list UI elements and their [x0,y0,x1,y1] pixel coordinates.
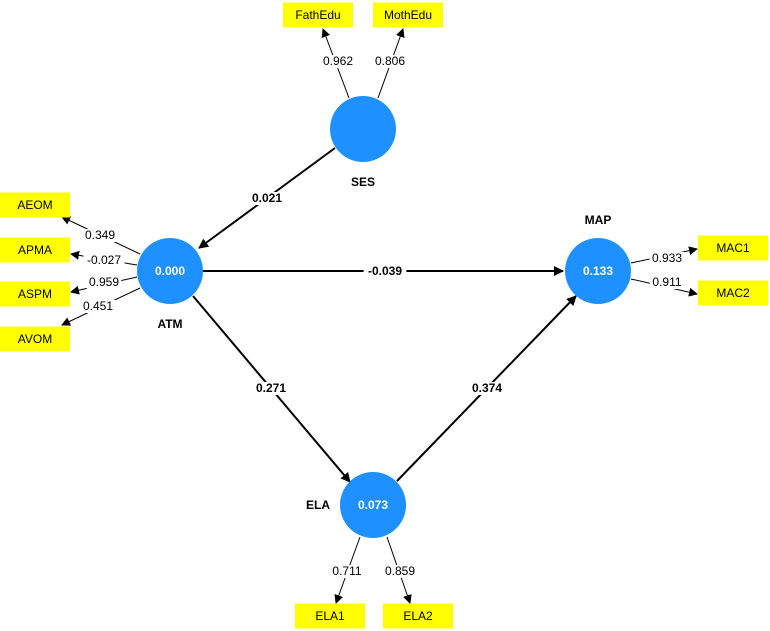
loading-value-fathedu-group: 0.962 [320,54,356,68]
loading-value-mac2-bg [649,276,685,289]
loading-value-aeom-bg [82,229,118,242]
loading-value-ela2-group: 0.859 [382,564,418,578]
loading-value-aspm-bg [86,276,122,289]
indicator-box[interactable] [0,326,70,352]
path-coefficient-atm-ela-group: 0.271 [253,381,289,395]
indicator-box[interactable] [0,192,70,218]
path-coefficient-atm-ela: 0.271 [256,381,286,395]
r-squared-value: 0.133 [583,264,613,278]
indicator-label: ELA1 [315,609,345,623]
loading-value-ela1: 0.711 [332,564,361,578]
indicator-mothedu[interactable]: MothEdu [373,2,443,28]
loading-value-aeom: 0.349 [85,228,115,242]
latent-name: SES [351,175,375,189]
loading-value-aspm-group: 0.959 [86,275,122,289]
loading-value-ela2: 0.859 [385,564,415,578]
loading-value-apma-group: -0.027 [83,253,125,267]
indicator-avom[interactable]: AVOM [0,326,70,352]
loading-value-mac1-group: 0.933 [649,251,685,265]
loading-value-avom-bg [80,300,116,313]
latent-name: ELA [306,498,330,512]
indicator-mac1[interactable]: MAC1 [698,235,768,261]
indicator-box[interactable] [373,2,443,28]
indicator-label: AEOM [17,198,52,212]
latent-name: MAP [585,213,612,227]
indicator-box[interactable] [383,603,453,629]
indicator-box[interactable] [698,280,768,306]
path-coefficient-ela-map: 0.374 [472,381,502,395]
path-coefficient-ela-map-group: 0.374 [469,381,505,395]
indicator-label: MothEdu [384,8,432,22]
indicator-ela2[interactable]: ELA2 [383,603,453,629]
indicator-label: APMA [18,243,52,257]
path-coefficient-ses-atm: 0.021 [252,191,282,205]
latent-circle[interactable] [340,472,406,538]
loading-value-fathedu: 0.962 [323,54,353,68]
loading-value-fathedu-bg [320,55,356,68]
path-coefficient-ses-atm-group: 0.021 [249,191,285,205]
indicator-label: MAC2 [716,286,750,300]
indicator-aeom[interactable]: AEOM [0,192,70,218]
loading-value-aeom-group: 0.349 [82,228,118,242]
path-coefficient-atm-map-bg [363,265,407,278]
loading-value-mac2: 0.911 [652,275,681,289]
latent-map[interactable]: 0.133 MAP [565,213,631,304]
r-squared-value: 0.000 [155,264,185,278]
path-coefficient-atm-ela-bg [253,382,289,395]
latent-name: ATM [157,317,182,331]
loading-value-mac2-group: 0.911 [649,275,685,289]
indicator-label: ELA2 [403,609,433,623]
loading-value-aspm: 0.959 [89,275,119,289]
loading-value-ela1-bg [329,565,365,578]
indicator-apma[interactable]: APMA [0,237,70,263]
latent-ela[interactable]: 0.073 ELA [306,472,406,538]
latent-circle[interactable] [565,238,631,304]
loading-value-avom: 0.451 [83,299,113,313]
indicator-box[interactable] [0,281,70,307]
indicator-label: FathEdu [295,8,340,22]
loading-value-mothedu: 0.806 [375,54,405,68]
indicator-fathedu[interactable]: FathEdu [283,2,353,28]
indicator-label: MAC1 [716,241,750,255]
loading-value-ela1-group: 0.711 [329,564,365,578]
indicator-aspm[interactable]: ASPM [0,281,70,307]
loading-value-mothedu-group: 0.806 [372,54,408,68]
indicator-label: AVOM [18,332,52,346]
latent-ses[interactable]: SES [330,96,396,189]
path-coefficient-ses-atm-bg [249,192,285,205]
indicator-box[interactable] [295,603,365,629]
loading-value-ela2-bg [382,565,418,578]
path-coefficient-atm-map-group: -0.039 [363,264,407,278]
path-coefficient-ela-map-bg [469,382,505,395]
indicator-box[interactable] [283,2,353,28]
latent-circle[interactable] [137,238,203,304]
r-squared-value: 0.073 [358,498,388,512]
indicator-box[interactable] [0,237,70,263]
indicator-ela1[interactable]: ELA1 [295,603,365,629]
loading-value-avom-group: 0.451 [80,299,116,313]
indicator-mac2[interactable]: MAC2 [698,280,768,306]
loading-value-apma-bg [83,254,125,267]
path-coefficient-atm-map: -0.039 [368,264,402,278]
indicator-box[interactable] [698,235,768,261]
loading-value-mothedu-bg [372,55,408,68]
loading-value-apma: -0.027 [87,253,121,267]
loading-value-mac1-bg [649,252,685,265]
latent-circle[interactable] [330,96,396,162]
loading-value-mac1: 0.933 [652,251,682,265]
indicator-label: ASPM [18,287,52,301]
